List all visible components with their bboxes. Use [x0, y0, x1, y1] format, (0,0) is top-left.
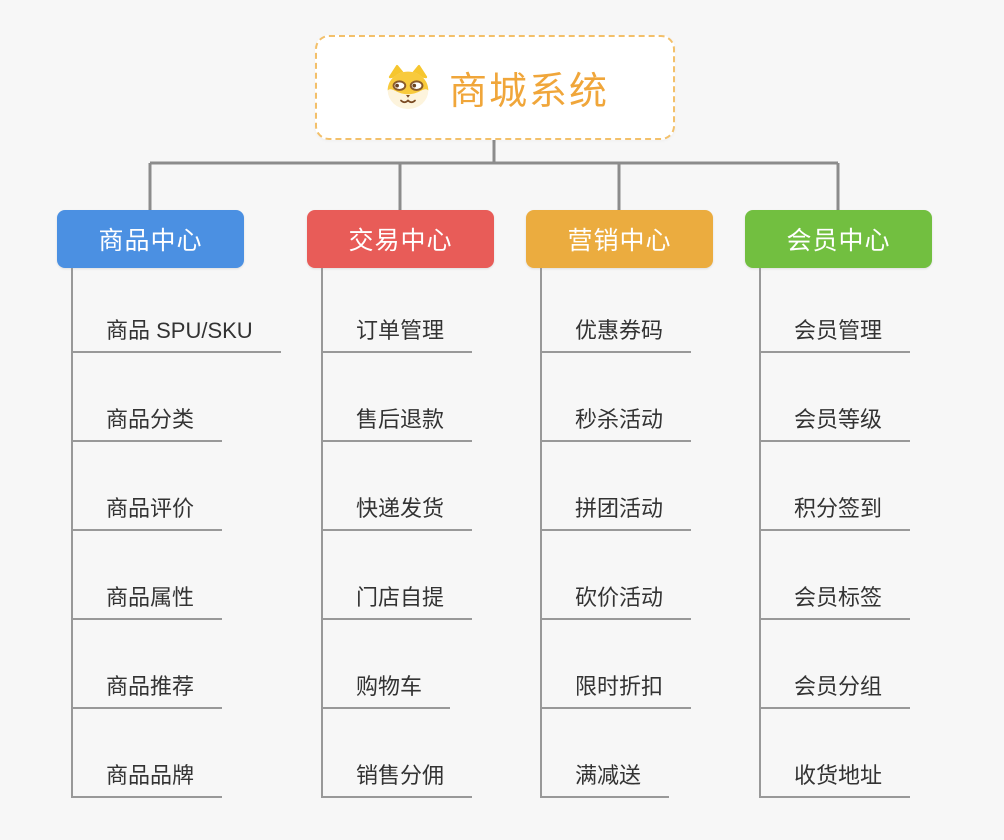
- sub-item[interactable]: 商品推荐: [73, 620, 223, 709]
- sub-item[interactable]: 砍价活动: [542, 531, 692, 620]
- sub-item[interactable]: 秒杀活动: [542, 353, 692, 442]
- sub-item[interactable]: 售后退款: [323, 353, 473, 442]
- branch-box[interactable]: 交易中心: [307, 210, 494, 268]
- sub-item[interactable]: 优惠券码: [542, 268, 692, 353]
- branch-column: 会员中心 会员管理会员等级积分签到会员标签会员分组收货地址: [745, 210, 932, 798]
- sub-item[interactable]: 商品品牌: [73, 709, 223, 798]
- sub-item[interactable]: 购物车: [323, 620, 451, 709]
- branch-items: 优惠券码秒杀活动拼团活动砍价活动限时折扣满减送: [540, 268, 713, 798]
- sub-item[interactable]: 快递发货: [323, 442, 473, 531]
- sub-item[interactable]: 订单管理: [323, 268, 473, 353]
- branch-box[interactable]: 会员中心: [745, 210, 932, 268]
- root-title: 商城系统: [448, 71, 609, 113]
- branch-items: 订单管理售后退款快递发货门店自提购物车销售分佣: [321, 268, 494, 798]
- sub-item[interactable]: 会员分组: [761, 620, 911, 709]
- sub-item[interactable]: 限时折扣: [542, 620, 692, 709]
- sub-item[interactable]: 会员标签: [761, 531, 911, 620]
- sub-item[interactable]: 商品分类: [73, 353, 223, 442]
- branch-column: 营销中心 优惠券码秒杀活动拼团活动砍价活动限时折扣满减送: [526, 210, 713, 798]
- sub-item[interactable]: 积分签到: [761, 442, 911, 531]
- sub-item[interactable]: 收货地址: [761, 709, 911, 798]
- sub-item[interactable]: 拼团活动: [542, 442, 692, 531]
- branch-items: 会员管理会员等级积分签到会员标签会员分组收货地址: [759, 268, 932, 798]
- sub-item[interactable]: 销售分佣: [323, 709, 473, 798]
- branch-box[interactable]: 商品中心: [57, 210, 244, 268]
- sub-item[interactable]: 会员管理: [761, 268, 911, 353]
- sub-item[interactable]: 商品评价: [73, 442, 223, 531]
- sub-item[interactable]: 门店自提: [323, 531, 473, 620]
- branch-column: 交易中心 订单管理售后退款快递发货门店自提购物车销售分佣: [307, 210, 494, 798]
- sub-item[interactable]: 会员等级: [761, 353, 911, 442]
- shiba-dog-icon: [387, 64, 429, 109]
- sub-item[interactable]: 商品属性: [73, 531, 223, 620]
- sub-item[interactable]: 满减送: [542, 709, 670, 798]
- root-node[interactable]: 商城系统: [315, 35, 675, 140]
- sub-item[interactable]: 商品 SPU/SKU: [73, 268, 281, 353]
- branch-box[interactable]: 营销中心: [526, 210, 713, 268]
